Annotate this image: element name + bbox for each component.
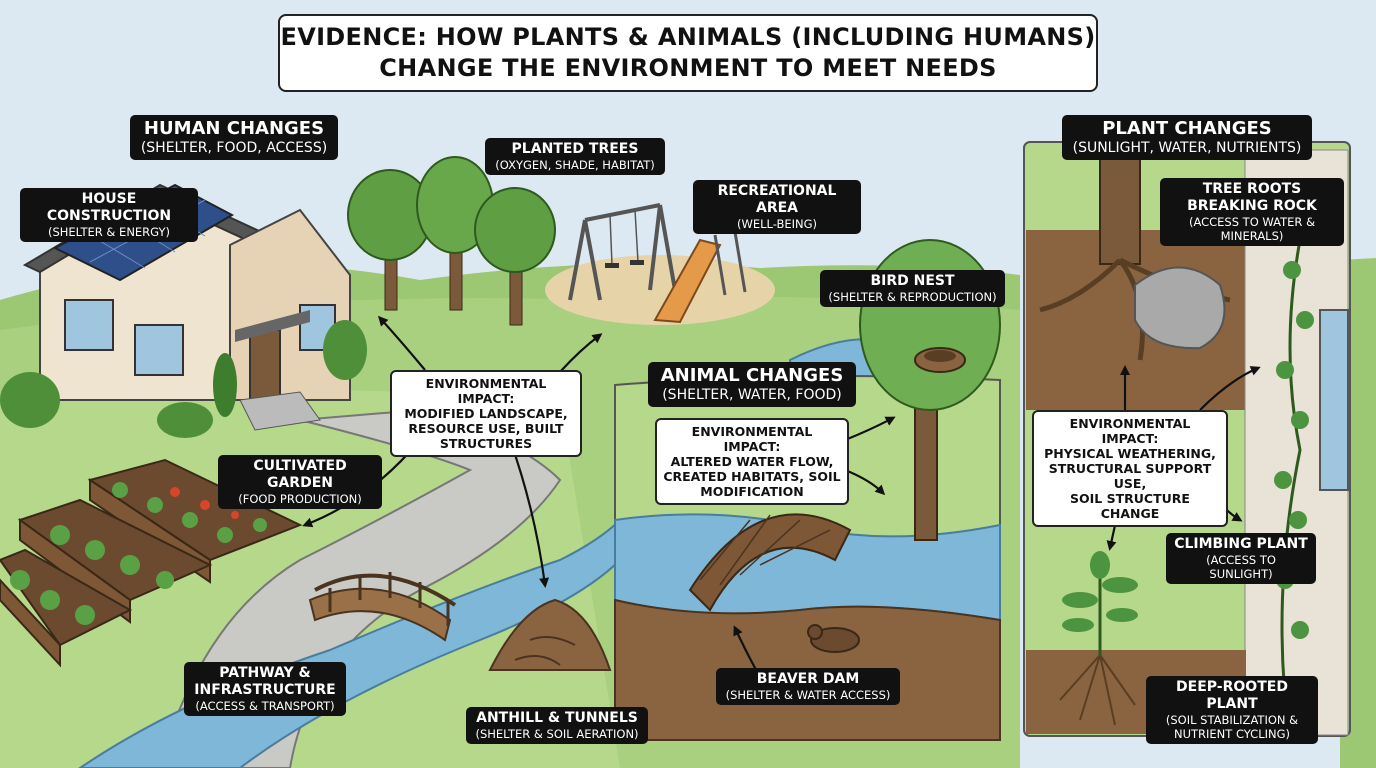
recreational-area-label: RECREATIONAL AREA (WELL-BEING) (693, 180, 861, 234)
animal-impact-box: ENVIRONMENTAL IMPACT: ALTERED WATER FLOW… (655, 418, 849, 505)
plant-changes-header: PLANT CHANGES (SUNLIGHT, WATER, NUTRIENT… (1062, 115, 1312, 160)
title-line-1: EVIDENCE: HOW PLANTS & ANIMALS (INCLUDIN… (280, 23, 1096, 51)
tree-roots-label: TREE ROOTS BREAKING ROCK (ACCESS TO WATE… (1160, 178, 1344, 246)
deep-rooted-plant-label: DEEP-ROOTED PLANT (SOIL STABILIZATION & … (1146, 676, 1318, 744)
planted-trees (347, 156, 556, 326)
planted-trees-label: PLANTED TREES (OXYGEN, SHADE, HABITAT) (485, 138, 665, 175)
anthill (488, 598, 612, 671)
bird-nest-label: BIRD NEST (SHELTER & REPRODUCTION) (820, 270, 1005, 307)
page-title: EVIDENCE: HOW PLANTS & ANIMALS (INCLUDIN… (278, 14, 1098, 92)
garden-beds (0, 458, 303, 668)
playground (545, 203, 775, 325)
plant-impact-box: ENVIRONMENTAL IMPACT: PHYSICAL WEATHERIN… (1032, 410, 1228, 527)
beaver-dam-label: BEAVER DAM (SHELTER & WATER ACCESS) (716, 668, 900, 705)
climbing-plant-label: CLIMBING PLANT (ACCESS TO SUNLIGHT) (1166, 533, 1316, 584)
animal-changes-header: ANIMAL CHANGES (SHELTER, WATER, FOOD) (648, 362, 856, 407)
human-impact-box: ENVIRONMENTAL IMPACT: MODIFIED LANDSCAPE… (390, 370, 582, 457)
cultivated-garden-label: CULTIVATED GARDEN (FOOD PRODUCTION) (218, 455, 382, 509)
bridge (308, 572, 457, 642)
anthill-tunnels-label: ANTHILL & TUNNELS (SHELTER & SOIL AERATI… (466, 707, 648, 744)
house-construction-label: HOUSE CONSTRUCTION (SHELTER & ENERGY) (20, 188, 198, 242)
human-changes-header: HUMAN CHANGES (SHELTER, FOOD, ACCESS) (130, 115, 338, 160)
pathway-infrastructure-label: PATHWAY & INFRASTRUCTURE (ACCESS & TRANS… (184, 662, 346, 716)
title-line-2: CHANGE THE ENVIRONMENT TO MEET NEEDS (379, 54, 997, 82)
